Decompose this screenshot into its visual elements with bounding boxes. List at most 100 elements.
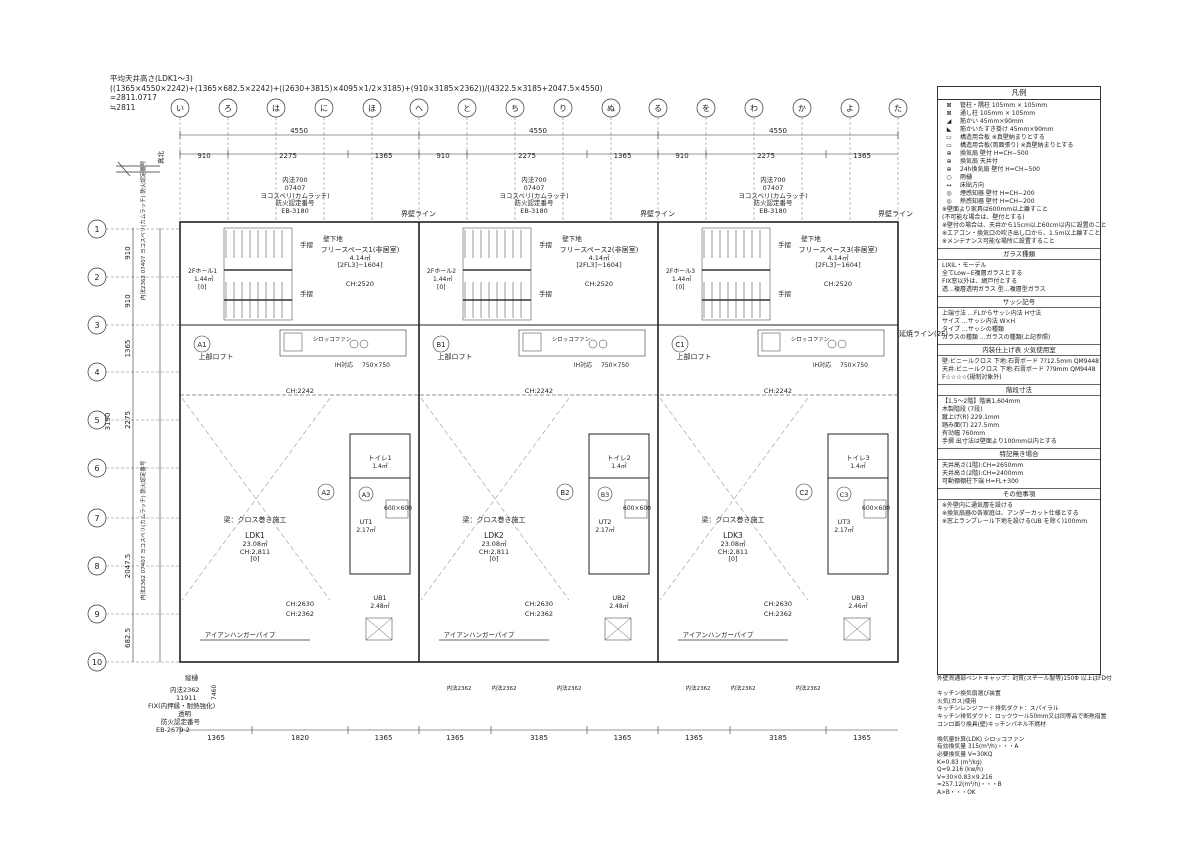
legend-line: ※メンテナンス可能な場所に設置すること bbox=[942, 238, 1096, 246]
legend-text: 天井高さ(1階):CH=2650mm bbox=[942, 462, 1024, 469]
grid-column-label: た bbox=[894, 104, 902, 113]
axis-bubble bbox=[795, 483, 813, 501]
ldk-area: 23.08㎡ bbox=[481, 539, 507, 548]
legend-line: 透…複層透明ガラス 型…複層型ガラス bbox=[942, 286, 1096, 294]
bottom-window-note: 内法2362 bbox=[557, 684, 582, 692]
legend-symbol-icon: ▭ bbox=[946, 142, 952, 149]
legend-text: ※エアコン・換気口の吹き出し口から、1.5m以上離すこと bbox=[942, 230, 1101, 237]
grid-column-label: る bbox=[654, 104, 662, 113]
legend-symbol-icon: ⊕ bbox=[946, 166, 952, 173]
legend-text: 構造用合板(両面張り) ※真壁納まりとする bbox=[960, 142, 1074, 149]
legend-line: F☆☆☆☆(規制対象外) bbox=[942, 374, 1096, 382]
dim-bottom: 1365 bbox=[614, 734, 632, 742]
free-space-ch: CH:2520 bbox=[824, 280, 852, 288]
legend-text: 壁:ビニールクロス 下地:石膏ボード 7?12.5mm QM9448 bbox=[942, 358, 1099, 365]
ceiling-diagonal bbox=[181, 397, 331, 601]
stair-window-fire: 防火認定番号 bbox=[754, 198, 794, 207]
vertical-gutter-label: 縦樋 bbox=[185, 673, 199, 682]
legend-symbol-icon: ○ bbox=[946, 174, 952, 181]
legend-text: 筋かいたすき掛け 45mm×90mm bbox=[960, 126, 1054, 133]
hall-name: 2Fホール1 bbox=[188, 268, 217, 275]
dimension-lines bbox=[132, 131, 899, 734]
legend-item: ⊕換気扇 壁付 H=CH−500 bbox=[942, 150, 1096, 158]
stair-window-eb: EB-3180 bbox=[520, 207, 547, 215]
note-line bbox=[937, 729, 1099, 737]
legend-symbol-icon: ◢ bbox=[946, 118, 952, 125]
dim-minor: 1365 bbox=[853, 152, 871, 160]
legend-line: 踏み面(T) 227.5mm bbox=[942, 422, 1096, 430]
grid-column-bubble: よ bbox=[840, 98, 860, 222]
grid-column-label: ろ bbox=[224, 104, 232, 113]
dim-minor: 2275 bbox=[518, 152, 536, 160]
legend-line: 【1.5〜2階】階高1,604mm bbox=[942, 398, 1096, 406]
ceiling-diagonal bbox=[659, 397, 809, 601]
free-space-note: [2FL3]−1604] bbox=[337, 261, 382, 269]
legend-line: ※壁付の場合は、天井から15cm以上60cm以内に設置のこと bbox=[942, 222, 1107, 230]
ldk-note: [0] bbox=[728, 555, 737, 563]
window-note-line: EB-2679-2 bbox=[156, 726, 190, 734]
ih-label: IH対応 bbox=[335, 361, 353, 369]
legend-text: 熱感知器 壁付 H=CH−200 bbox=[960, 198, 1035, 205]
ldk-name: LDK3 bbox=[723, 531, 743, 540]
legend-text: ※壁付の場合は、天井から15cm以上60cm以内に設置のこと bbox=[942, 222, 1107, 229]
legend-text: 蹴上げ(R) 229.1mm bbox=[942, 414, 1000, 421]
ch-2242: CH:2242 bbox=[525, 387, 553, 395]
calc-result-1: =2811.0717 bbox=[110, 93, 157, 102]
legend-item: ▭構造用合板 ※真壁納まりとする bbox=[942, 134, 1096, 142]
dim-bottom: 3185 bbox=[769, 734, 787, 742]
legend-text: 踏み面(T) 227.5mm bbox=[942, 422, 1000, 429]
free-space-ch: CH:2520 bbox=[585, 280, 613, 288]
dim-left: 3190 bbox=[104, 413, 112, 431]
ub-area: 2.48㎡ bbox=[370, 602, 389, 610]
legend-text: (不可能な場合は、壁付とする) bbox=[942, 214, 1025, 221]
grid-column-label: か bbox=[798, 104, 806, 113]
stair-window-type: ヨコスベリ(カムラッチ) bbox=[260, 192, 329, 200]
legend-line: タイプ …サッシの種類 bbox=[942, 326, 1096, 334]
legend-item: ◢筋かい 45mm×90mm bbox=[942, 118, 1096, 126]
window-note-line: 11911 bbox=[176, 694, 197, 702]
legend-line: 木製階段 (7段) bbox=[942, 406, 1096, 414]
legend-text: 上端寸法 …FLからサッシ内法 H寸法 bbox=[942, 310, 1042, 317]
ch-2630: CH:2630 bbox=[764, 600, 792, 608]
legend-text: 構造用合板 ※真壁納まりとする bbox=[960, 134, 1045, 141]
dim-7460: 7460 bbox=[211, 685, 218, 700]
washing-machine-pan-icon bbox=[624, 499, 648, 519]
legend-line: 天井高さ(1階):CH=2650mm bbox=[942, 462, 1096, 470]
boundary-line-label-1: 界壁ライン bbox=[401, 209, 436, 218]
axis-bubble bbox=[556, 483, 574, 501]
ih-burner-icon bbox=[827, 339, 837, 349]
bathtub-icon bbox=[843, 617, 871, 641]
ub-name: UB3 bbox=[851, 594, 864, 602]
toilet-name: トイレ2 bbox=[607, 454, 631, 462]
calc-formula: ((1365×4550×2242)+(1365×682.5×2242)+((26… bbox=[110, 83, 603, 93]
stair-window-type: ヨコスベリ(カムラッチ) bbox=[738, 192, 807, 200]
grid-column-bubble: い bbox=[170, 98, 190, 222]
legend-text: 天井:ビニールクロス 下地:石膏ボード 7?9mm QM9448 bbox=[942, 366, 1096, 373]
washing-machine-pan-icon bbox=[385, 499, 409, 519]
grid-row-bubble: 5 bbox=[87, 410, 180, 430]
stair-handrail-label: 手摺 bbox=[778, 289, 792, 298]
free-space-name: フリースペース2(非居室) bbox=[560, 245, 639, 254]
legend-symbol-icon: ↔ bbox=[946, 182, 952, 189]
grid-column-bubble: と bbox=[457, 98, 477, 222]
hall-name: 2Fホール2 bbox=[427, 268, 456, 275]
dim-bottom: 1365 bbox=[446, 734, 464, 742]
dim-minor: 910 bbox=[436, 152, 449, 160]
glass-title: ガラス種類 bbox=[938, 249, 1100, 260]
window-note-line: 透明 bbox=[178, 710, 192, 718]
beam-label: 梁：クロス巻き施工 bbox=[702, 515, 765, 524]
grid-column-label: り bbox=[559, 104, 567, 113]
bathtub-icon-line bbox=[604, 617, 632, 641]
bathtub-icon-line bbox=[365, 617, 393, 641]
legend-text: 換気扇 天井付 bbox=[960, 158, 998, 165]
unit-1: 内法70007407ヨコスベリ(カムラッチ)防火認定番号EB-3180手摺手摺壁… bbox=[181, 175, 412, 641]
legend-text: 管柱・隅柱 105mm × 105mm bbox=[960, 102, 1048, 109]
note-line: =257.12(m³/h)・・・B bbox=[937, 782, 1002, 789]
legend-symbol-icon: ⊕ bbox=[946, 158, 952, 165]
hall-note: [0] bbox=[198, 284, 207, 291]
wall-base-label: 壁下地 bbox=[323, 234, 343, 243]
grid-column-bubble: た bbox=[888, 98, 908, 222]
bathtub-icon-line bbox=[843, 617, 871, 641]
dim-major: 4550 bbox=[529, 127, 547, 135]
